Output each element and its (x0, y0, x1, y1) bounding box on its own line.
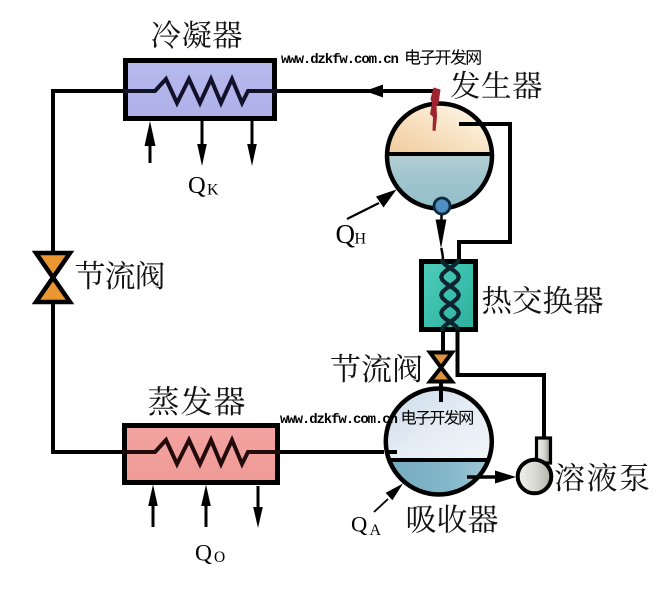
svg-text:Q: Q (351, 512, 367, 537)
svg-text:Q: Q (336, 219, 356, 249)
svg-text:K: K (207, 182, 219, 199)
svg-text:Q: Q (195, 541, 212, 567)
svg-text:Q: Q (188, 172, 206, 199)
svg-text:A: A (370, 522, 382, 539)
svg-text:www.dzkfw.com.cn: www.dzkfw.com.cn (281, 52, 399, 68)
svg-text:www.dzkfw.com.cn: www.dzkfw.com.cn (280, 412, 398, 428)
svg-text:H: H (355, 231, 367, 248)
svg-text:O: O (214, 549, 225, 566)
